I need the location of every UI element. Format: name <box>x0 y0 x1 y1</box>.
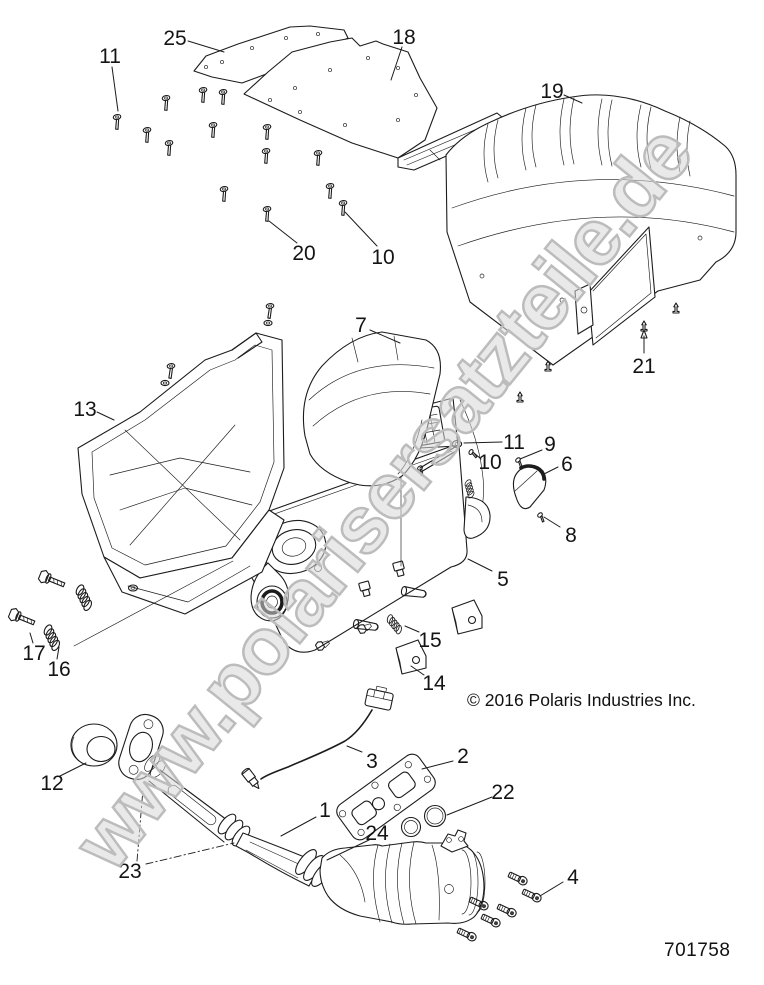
top-heat-shield-plate-25 <box>193 25 349 84</box>
muffler-heat-shield-7 <box>302 331 441 487</box>
callout-11-top: 11 <box>99 45 121 68</box>
callout-4: 4 <box>567 866 579 889</box>
leader-12 <box>59 762 87 777</box>
callout-18: 18 <box>392 26 415 49</box>
callout-8: 8 <box>565 524 577 547</box>
leader-11-right <box>463 441 503 444</box>
leader-23-b <box>145 842 235 865</box>
callout-labels: 25 11 18 20 10 19 21 7 13 11 10 9 6 8 5 … <box>22 26 655 889</box>
rear-pipe-bellows <box>319 829 486 925</box>
callout-17: 17 <box>22 642 45 665</box>
deflector-screw-8 <box>536 511 548 523</box>
callout-12: 12 <box>40 772 63 795</box>
part-number-text: 701758 <box>664 940 731 961</box>
leader-2 <box>421 760 454 770</box>
leader-25 <box>187 40 225 53</box>
leader-7 <box>369 329 401 344</box>
callout-23: 23 <box>118 860 141 883</box>
callout-25: 25 <box>163 27 186 50</box>
leader-1 <box>280 816 317 837</box>
leader-16 <box>56 646 60 660</box>
callout-11-right: 11 <box>503 431 525 454</box>
callout-15: 15 <box>418 629 441 652</box>
leader-5 <box>467 558 493 572</box>
end-cap-12 <box>70 723 118 767</box>
callout-1: 1 <box>319 799 331 822</box>
leader-13 <box>96 411 115 421</box>
callout-10-right: 10 <box>478 451 501 474</box>
leader-8 <box>543 516 561 528</box>
leader-17 <box>29 632 34 644</box>
callout-3: 3 <box>366 750 378 773</box>
callout-14: 14 <box>422 672 446 695</box>
callout-19: 19 <box>540 80 563 103</box>
callout-5: 5 <box>497 568 509 591</box>
callout-9: 9 <box>544 433 556 456</box>
leader-6 <box>541 466 559 476</box>
leader-14 <box>410 665 425 676</box>
callout-7: 7 <box>355 314 367 337</box>
spring-bolt-set <box>6 560 234 653</box>
leader-20 <box>268 220 298 244</box>
copyright-text: © 2016 Polaris Industries Inc. <box>467 690 696 710</box>
rear-heat-shield-19 <box>445 94 737 366</box>
callout-21: 21 <box>632 355 655 378</box>
callout-24: 24 <box>365 822 389 845</box>
outlet-deflector-6 <box>512 464 547 510</box>
leader-11-top <box>111 66 119 112</box>
leader-15 <box>404 625 420 633</box>
head-pipe-1 <box>118 713 333 887</box>
callout-6: 6 <box>561 453 573 476</box>
leader-3 <box>346 745 363 753</box>
side-heat-shield-13 <box>77 302 285 615</box>
seal-rings-22 <box>400 804 447 838</box>
leader-24 <box>326 839 370 861</box>
callout-13: 13 <box>73 398 96 421</box>
callout-16: 16 <box>47 658 70 681</box>
leader-18 <box>390 46 403 81</box>
leader-22 <box>446 796 493 816</box>
callout-2: 2 <box>457 745 469 768</box>
leader-9 <box>519 449 543 460</box>
callout-20: 20 <box>292 242 315 265</box>
leader-4 <box>539 881 564 897</box>
leader-19 <box>563 94 583 104</box>
leader-21-arrowhead <box>640 329 648 339</box>
callout-leader-lines <box>29 40 648 897</box>
callout-10-top: 10 <box>371 246 394 269</box>
oxygen-sensor-3 <box>241 685 394 790</box>
leader-10-top <box>344 211 378 247</box>
callout-22: 22 <box>491 781 514 804</box>
leader-23-a <box>136 788 144 862</box>
leader-10-right <box>473 452 482 460</box>
